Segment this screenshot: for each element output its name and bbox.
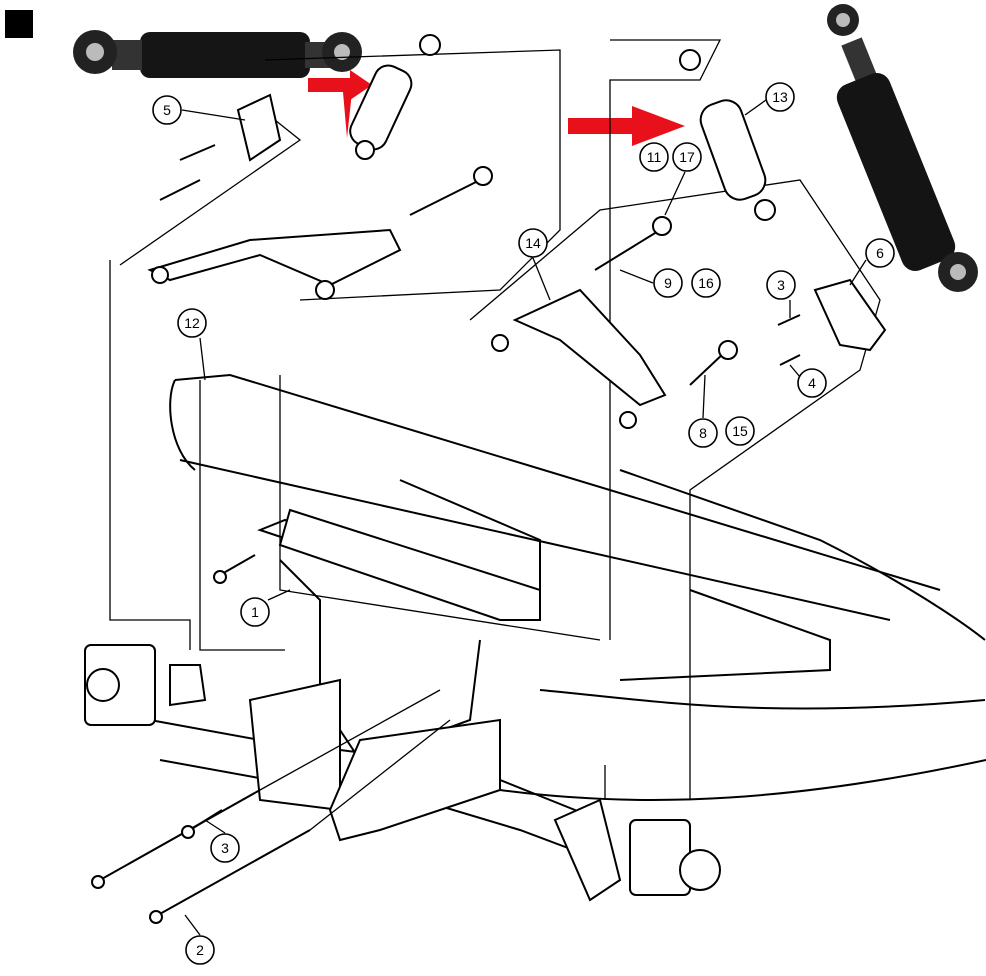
red-arrow-right [568, 106, 685, 146]
svg-text:11: 11 [647, 149, 662, 165]
svg-text:9: 9 [664, 275, 672, 291]
callout-1: 1 [240, 597, 270, 627]
callout-14: 14 [518, 228, 548, 258]
upper-right-assembly [469, 39, 887, 800]
svg-text:5: 5 [163, 102, 171, 118]
svg-text:16: 16 [698, 275, 714, 291]
shock-absorber-photo-horizontal [73, 30, 362, 78]
leader-lines [181, 99, 867, 936]
callout-2: 2 [185, 935, 215, 965]
shock-absorber-photo-diagonal [827, 4, 978, 292]
svg-text:3: 3 [777, 277, 785, 293]
corner-marker [5, 10, 33, 38]
callout-16: 16 [691, 268, 721, 298]
svg-text:12: 12 [184, 315, 200, 331]
callout-5: 5 [152, 95, 182, 125]
callout-12: 12 [177, 308, 207, 338]
svg-text:3: 3 [221, 840, 229, 856]
upper-left-assembly [109, 34, 561, 650]
svg-text:4: 4 [808, 375, 816, 391]
callout-13: 13 [765, 82, 795, 112]
svg-text:6: 6 [876, 245, 884, 261]
callout-4: 4 [797, 368, 827, 398]
front-axle [84, 644, 721, 902]
svg-text:13: 13 [772, 89, 788, 105]
bolts [91, 554, 451, 924]
svg-text:15: 15 [732, 423, 748, 439]
svg-text:2: 2 [196, 942, 204, 958]
callout-3-upper: 3 [766, 270, 796, 300]
callout-9: 9 [653, 268, 683, 298]
chassis-frame [169, 373, 986, 801]
svg-text:17: 17 [679, 149, 695, 165]
svg-text:14: 14 [525, 235, 541, 251]
callout-15: 15 [725, 416, 755, 446]
svg-text:8: 8 [699, 425, 707, 441]
callout-3-lower: 3 [210, 833, 240, 863]
red-arrow-left [308, 70, 372, 138]
callout-11: 11 [639, 142, 669, 172]
svg-text:1: 1 [251, 604, 259, 620]
callout-6: 6 [865, 238, 895, 268]
callout-17: 17 [672, 142, 702, 172]
callout-8: 8 [688, 418, 718, 448]
